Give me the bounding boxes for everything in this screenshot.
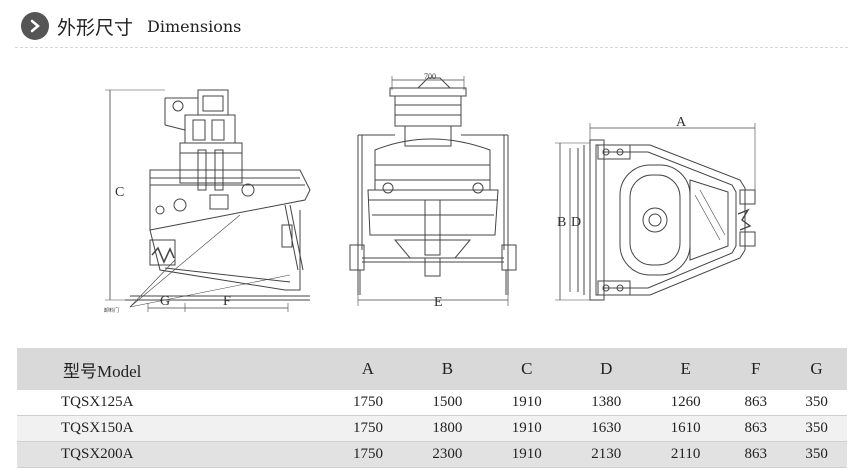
cell-d: 1630: [566, 415, 646, 442]
cell-b: 1800: [407, 415, 488, 442]
cell-g: 350: [786, 441, 847, 468]
dimensions-table: 型号Model A B C D E F G TQSX125A 1750 1500…: [17, 348, 847, 468]
dim-label-b: B: [557, 215, 566, 230]
dim-label-d: D: [571, 215, 581, 230]
cell-b: 1500: [407, 390, 488, 416]
cell-e: 1260: [645, 390, 726, 416]
dim-label-e: E: [434, 295, 443, 310]
cell-d: 2130: [566, 441, 646, 468]
cell-e: 1610: [645, 415, 726, 442]
cell-f: 863: [725, 441, 787, 468]
cell-g: 350: [786, 390, 847, 416]
col-header-e: E: [645, 348, 726, 390]
cell-c: 1910: [487, 390, 567, 416]
top-view-drawing: [555, 123, 756, 301]
cell-c: 1910: [487, 415, 567, 442]
col-header-a: A: [328, 348, 408, 390]
front-view-drawing: [349, 76, 517, 306]
table-row: TQSX125A 1750 1500 1910 1380 1260 863 35…: [17, 390, 847, 416]
cell-e: 2110: [645, 441, 726, 468]
dim-label-f: F: [223, 294, 231, 309]
table-row: TQSX150A 1750 1800 1910 1630 1610 863 35…: [17, 415, 847, 442]
col-header-model: 型号Model: [17, 348, 329, 390]
cell-model: TQSX200A: [17, 441, 329, 468]
table-header-row: 型号Model A B C D E F G: [17, 348, 847, 390]
col-header-b: B: [407, 348, 488, 390]
cell-a: 1750: [328, 415, 408, 442]
cell-b: 2300: [407, 441, 488, 468]
section-title-cn: 外形尺寸: [57, 16, 134, 39]
dim-label-700: 700: [424, 72, 436, 81]
col-header-d: D: [566, 348, 646, 390]
dim-label-a: A: [676, 115, 687, 130]
table-row: TQSX200A 1750 2300 1910 2130 2110 863 35…: [17, 441, 847, 468]
col-header-c: C: [487, 348, 567, 390]
cell-d: 1380: [566, 390, 646, 416]
dim-label-c: C: [115, 185, 124, 200]
cell-model: TQSX125A: [17, 390, 329, 416]
cell-a: 1750: [328, 390, 408, 416]
cell-f: 863: [725, 415, 787, 442]
cell-a: 1750: [328, 441, 408, 468]
section-header: 外形尺寸 Dimensions: [21, 10, 241, 42]
cell-model: TQSX150A: [17, 415, 329, 442]
cell-f: 863: [725, 390, 787, 416]
discharge-door-note: 卸料门: [104, 307, 119, 314]
side-view-drawing: [105, 89, 311, 312]
dimension-drawings: C G F 卸料门 700 E A B D: [104, 72, 756, 314]
col-header-g: G: [786, 348, 847, 390]
cell-c: 1910: [487, 441, 567, 468]
chevron-right-icon: [21, 12, 49, 40]
col-header-f: F: [725, 348, 787, 390]
header-divider: [15, 47, 848, 48]
cell-g: 350: [786, 415, 847, 442]
section-title-en: Dimensions: [147, 16, 242, 36]
dim-label-g: G: [160, 294, 170, 309]
